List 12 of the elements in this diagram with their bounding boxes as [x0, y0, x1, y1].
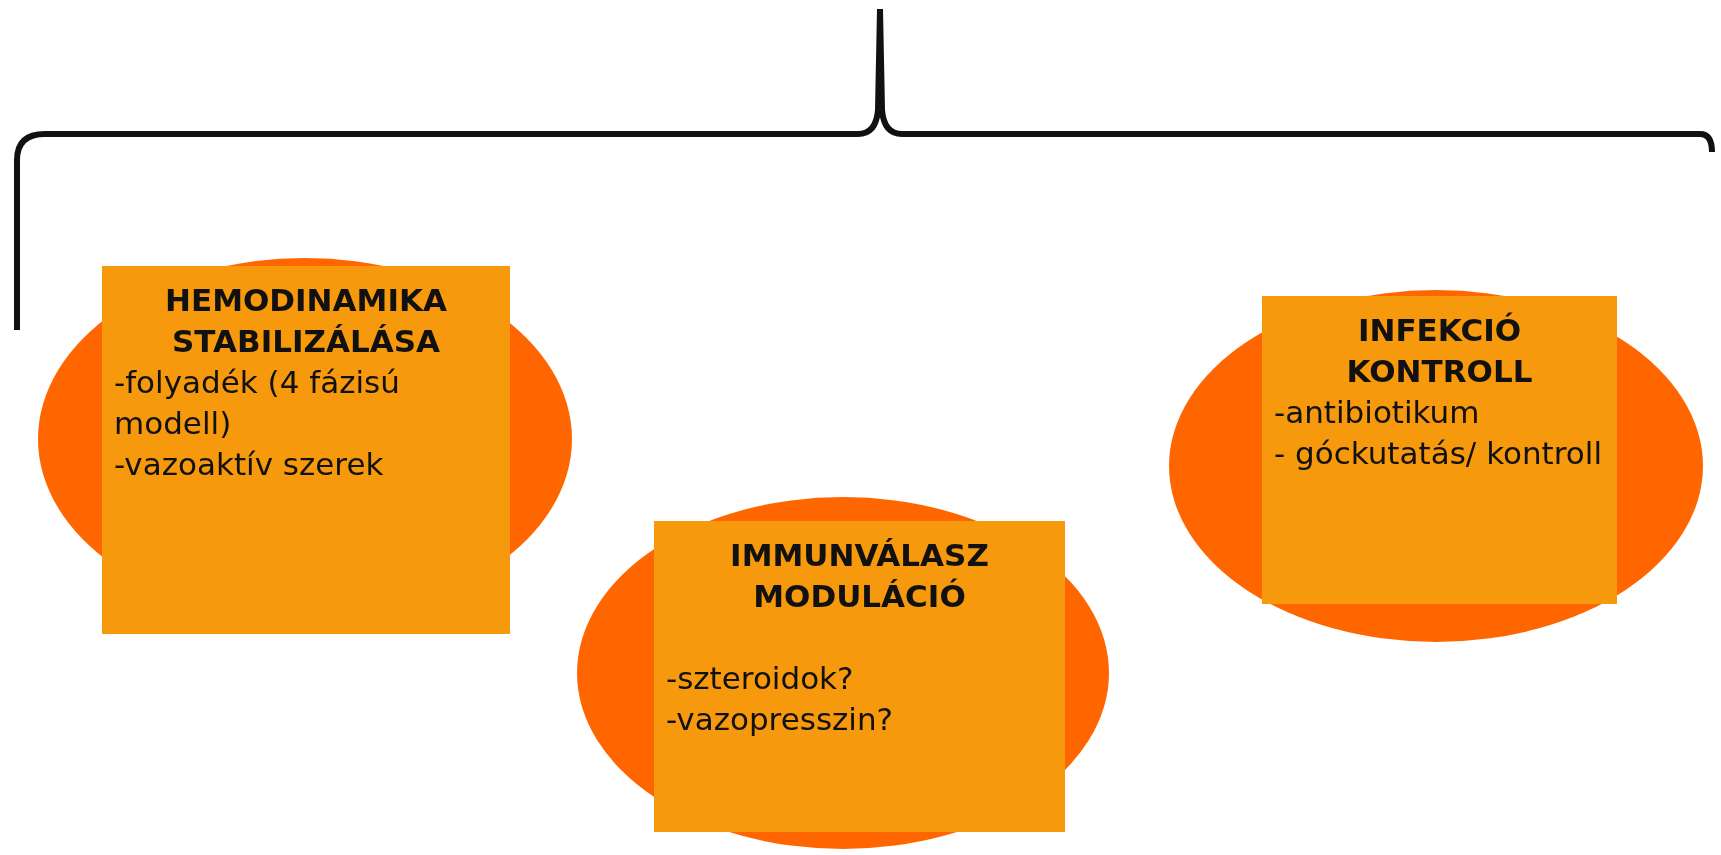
- list-item: -vazopresszin?: [666, 700, 895, 739]
- heading: INFEKCIÓ KONTROLL: [1345, 311, 1534, 391]
- text-box: [1262, 296, 1617, 604]
- list-item: -szteroidok?: [666, 659, 855, 698]
- list-item: - góckutatás/ kontroll: [1274, 434, 1603, 473]
- list-item: -antibiotikum: [1274, 393, 1481, 432]
- heading: HEMODINAMIKA STABILIZÁLÁSA: [164, 281, 448, 361]
- list-item: -folyadék (4 fázisú modell): [114, 363, 401, 443]
- list-item: -vazoaktív szerek: [114, 445, 385, 484]
- text-box: [654, 521, 1065, 832]
- text-box: [102, 266, 510, 634]
- heading: IMMUNVÁLASZ MODULÁCIÓ: [729, 536, 990, 616]
